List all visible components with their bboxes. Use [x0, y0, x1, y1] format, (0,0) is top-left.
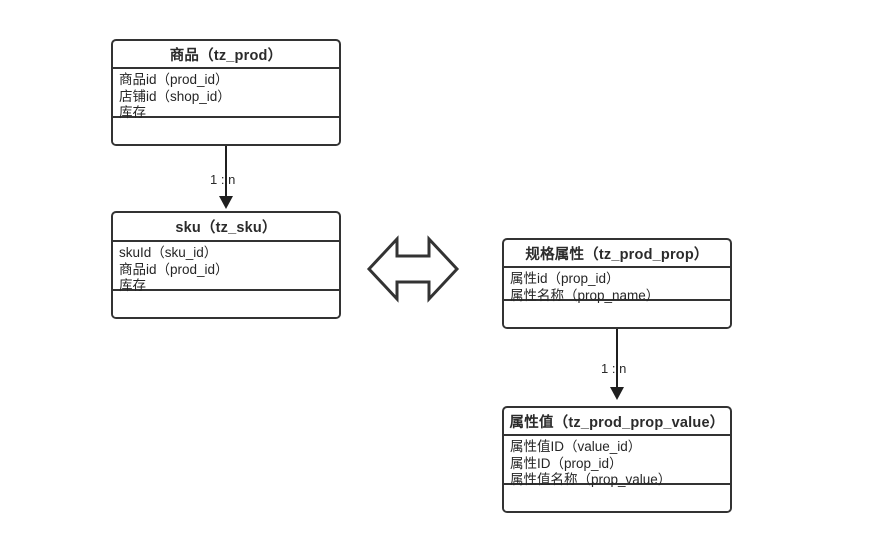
field-row: 库存 [119, 105, 146, 120]
entity-footer-tz-prod-prop [504, 301, 730, 327]
field-row: 商品id（prod_id） [119, 261, 229, 277]
double-headed-arrow-icon [366, 234, 460, 304]
entity-title-tz-prod-prop-value: 属性值（tz_prod_prop_value） [504, 408, 730, 436]
field-row: 属性id（prop_id） [510, 271, 620, 286]
entity-footer-tz-sku [113, 291, 339, 317]
entity-title-tz-sku: sku（tz_sku） [113, 213, 339, 242]
field-row: 属性值名称（prop_value） [510, 472, 672, 487]
entity-tz-prod-prop-value[interactable]: 属性值（tz_prod_prop_value） 属性值ID（value_id） … [502, 406, 732, 513]
entity-fields-tz-prod-prop-value: 属性值ID（value_id） 属性ID（prop_id） 属性值名称（prop… [504, 436, 730, 487]
field-row: 属性值ID（value_id） [510, 439, 642, 454]
entity-fields-tz-prod: 商品id（prod_id） 店铺id（shop_id） 库存 [113, 69, 339, 120]
entity-title-tz-prod-prop: 规格属性（tz_prod_prop） [504, 240, 730, 268]
field-row: skuId（sku_id） [119, 245, 218, 260]
field-row: 库存 [119, 278, 146, 293]
entity-title-tz-prod: 商品（tz_prod） [113, 41, 339, 69]
field-row: 属性名称（prop_name） [510, 287, 660, 303]
field-row: 属性ID（prop_id） [510, 455, 623, 471]
entity-footer-tz-prod [113, 118, 339, 144]
entity-fields-tz-sku: skuId（sku_id） 商品id（prod_id） 库存 [113, 242, 339, 293]
field-row: 店铺id（shop_id） [119, 88, 231, 104]
connector-line [616, 329, 618, 387]
arrow-head-icon [219, 196, 233, 209]
connector-line [225, 146, 227, 196]
entity-footer-tz-prod-prop-value [504, 485, 730, 511]
entity-tz-prod-prop[interactable]: 规格属性（tz_prod_prop） 属性id（prop_id） 属性名称（pr… [502, 238, 732, 329]
field-row: 商品id（prod_id） [119, 72, 229, 87]
entity-tz-prod[interactable]: 商品（tz_prod） 商品id（prod_id） 店铺id（shop_id） … [111, 39, 341, 146]
connector-label-cardinality: 1 : n [601, 361, 627, 376]
entity-tz-sku[interactable]: sku（tz_sku） skuId（sku_id） 商品id（prod_id） … [111, 211, 341, 319]
entity-fields-tz-prod-prop: 属性id（prop_id） 属性名称（prop_name） [504, 268, 730, 303]
arrow-head-icon [610, 387, 624, 400]
connector-label-cardinality: 1 : n [210, 172, 236, 187]
